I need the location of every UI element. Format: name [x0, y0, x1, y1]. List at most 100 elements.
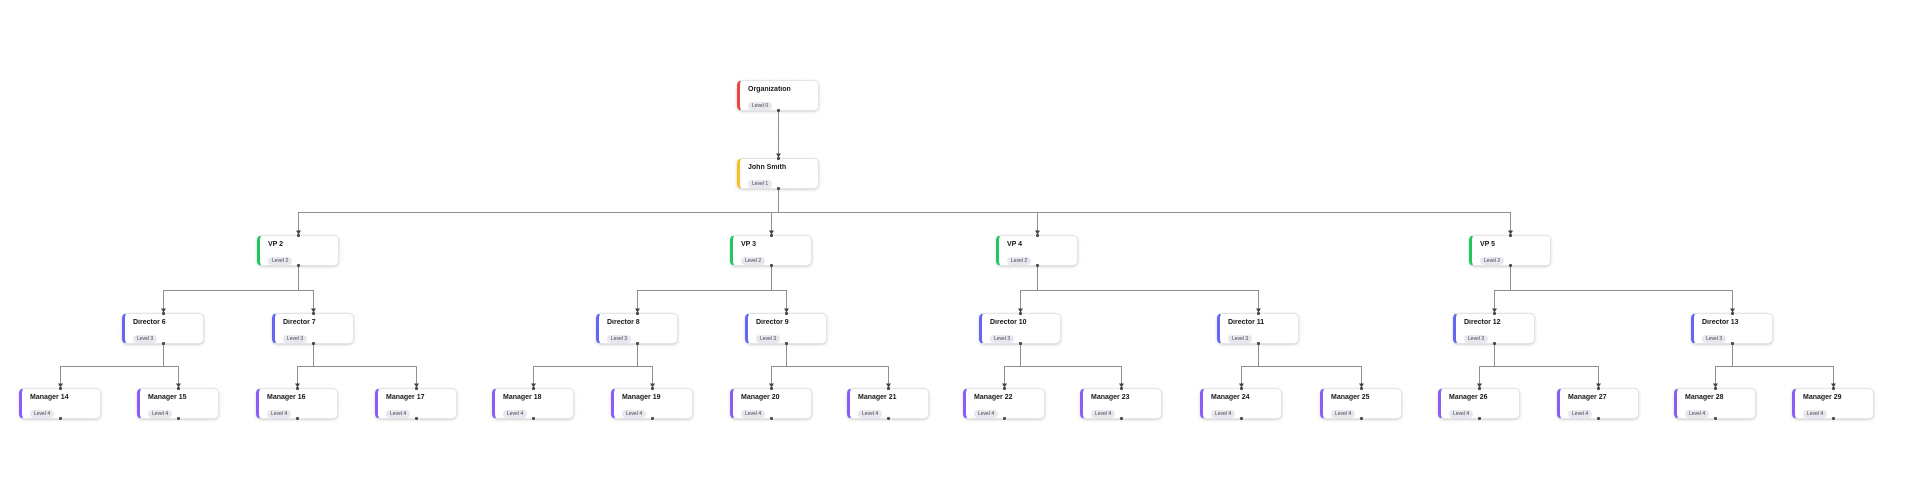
node-target-handle[interactable]: [1240, 387, 1243, 390]
node-target-handle[interactable]: [1731, 312, 1734, 315]
org-node[interactable]: Manager 24 Level 4: [1200, 387, 1282, 420]
node-source-handle[interactable]: [1019, 342, 1022, 345]
node-target-handle[interactable]: [770, 234, 773, 237]
node-target-handle[interactable]: [770, 387, 773, 390]
node-target-handle[interactable]: [1036, 234, 1039, 237]
org-node[interactable]: VP 3 Level 2: [730, 234, 812, 267]
org-node[interactable]: Manager 28 Level 4: [1674, 387, 1756, 420]
node-target-handle[interactable]: [1257, 312, 1260, 315]
node-source-handle[interactable]: [1478, 417, 1481, 420]
node-level-badge: Level 4: [148, 410, 173, 418]
node-level-badge: Level 3: [1228, 335, 1253, 343]
node-target-handle[interactable]: [1832, 387, 1835, 390]
org-node[interactable]: Director 10 Level 3: [979, 312, 1061, 345]
node-level-badge: Level 4: [267, 410, 292, 418]
node-title: John Smith: [748, 164, 787, 171]
node-target-handle[interactable]: [312, 312, 315, 315]
node-source-handle[interactable]: [1003, 417, 1006, 420]
node-source-handle[interactable]: [1597, 417, 1600, 420]
org-node[interactable]: Director 9 Level 3: [745, 312, 827, 345]
org-node[interactable]: Organization Level 0: [737, 80, 819, 112]
node-source-handle[interactable]: [651, 417, 654, 420]
node-target-handle[interactable]: [1120, 387, 1123, 390]
node-source-handle[interactable]: [1493, 342, 1496, 345]
node-source-handle[interactable]: [59, 417, 62, 420]
org-node[interactable]: Director 6 Level 3: [122, 312, 204, 345]
org-node[interactable]: VP 2 Level 2: [257, 234, 339, 267]
org-node[interactable]: Manager 26 Level 4: [1438, 387, 1520, 420]
org-node[interactable]: Director 8 Level 3: [596, 312, 678, 345]
node-target-handle[interactable]: [1003, 387, 1006, 390]
node-title: Organization: [748, 86, 791, 93]
org-node[interactable]: John Smith Level 1: [737, 157, 819, 190]
org-node[interactable]: Director 12 Level 3: [1453, 312, 1535, 345]
node-source-handle[interactable]: [770, 264, 773, 267]
node-target-handle[interactable]: [777, 157, 780, 160]
node-target-handle[interactable]: [162, 312, 165, 315]
node-source-handle[interactable]: [532, 417, 535, 420]
node-source-handle[interactable]: [1714, 417, 1717, 420]
node-source-handle[interactable]: [1360, 417, 1363, 420]
node-target-handle[interactable]: [636, 312, 639, 315]
org-node[interactable]: Manager 18 Level 4: [492, 387, 574, 420]
org-node[interactable]: Manager 17 Level 4: [375, 387, 457, 420]
node-target-handle[interactable]: [297, 234, 300, 237]
node-target-handle[interactable]: [177, 387, 180, 390]
org-node[interactable]: Manager 22 Level 4: [963, 387, 1045, 420]
node-target-handle[interactable]: [1597, 387, 1600, 390]
node-source-handle[interactable]: [785, 342, 788, 345]
org-node[interactable]: Manager 14 Level 4: [19, 387, 101, 420]
node-source-handle[interactable]: [1731, 342, 1734, 345]
node-target-handle[interactable]: [1019, 312, 1022, 315]
org-node[interactable]: Manager 25 Level 4: [1320, 387, 1402, 420]
org-node[interactable]: Manager 19 Level 4: [611, 387, 693, 420]
node-level-badge: Level 4: [622, 410, 647, 418]
node-source-handle[interactable]: [1257, 342, 1260, 345]
node-title: Manager 17: [386, 394, 425, 401]
node-target-handle[interactable]: [1509, 234, 1512, 237]
org-node[interactable]: Manager 27 Level 4: [1557, 387, 1639, 420]
node-target-handle[interactable]: [59, 387, 62, 390]
node-source-handle[interactable]: [777, 109, 780, 112]
node-source-handle[interactable]: [1832, 417, 1835, 420]
org-node[interactable]: Manager 23 Level 4: [1080, 387, 1162, 420]
node-target-handle[interactable]: [1493, 312, 1496, 315]
org-node[interactable]: Manager 29 Level 4: [1792, 387, 1874, 420]
node-source-handle[interactable]: [312, 342, 315, 345]
node-level-badge: Level 2: [1480, 257, 1505, 265]
org-node[interactable]: VP 4 Level 2: [996, 234, 1078, 267]
node-source-handle[interactable]: [1240, 417, 1243, 420]
node-target-handle[interactable]: [415, 387, 418, 390]
node-source-handle[interactable]: [162, 342, 165, 345]
node-source-handle[interactable]: [297, 264, 300, 267]
org-node[interactable]: Manager 16 Level 4: [256, 387, 338, 420]
node-source-handle[interactable]: [887, 417, 890, 420]
org-node[interactable]: Director 7 Level 3: [272, 312, 354, 345]
node-title: VP 2: [268, 241, 284, 248]
node-source-handle[interactable]: [177, 417, 180, 420]
org-node[interactable]: Manager 21 Level 4: [847, 387, 929, 420]
node-target-handle[interactable]: [296, 387, 299, 390]
node-target-handle[interactable]: [785, 312, 788, 315]
node-target-handle[interactable]: [1360, 387, 1363, 390]
org-node[interactable]: Director 13 Level 3: [1691, 312, 1773, 345]
node-source-handle[interactable]: [1509, 264, 1512, 267]
node-title: Manager 29: [1803, 394, 1842, 401]
node-target-handle[interactable]: [1714, 387, 1717, 390]
node-source-handle[interactable]: [1036, 264, 1039, 267]
org-node[interactable]: VP 5 Level 2: [1469, 234, 1551, 267]
node-source-handle[interactable]: [777, 187, 780, 190]
org-node[interactable]: Director 11 Level 3: [1217, 312, 1299, 345]
node-source-handle[interactable]: [636, 342, 639, 345]
node-target-handle[interactable]: [532, 387, 535, 390]
org-node[interactable]: Manager 20 Level 4: [730, 387, 812, 420]
node-target-handle[interactable]: [651, 387, 654, 390]
node-target-handle[interactable]: [887, 387, 890, 390]
node-source-handle[interactable]: [770, 417, 773, 420]
node-source-handle[interactable]: [415, 417, 418, 420]
node-target-handle[interactable]: [1478, 387, 1481, 390]
node-source-handle[interactable]: [1120, 417, 1123, 420]
node-source-handle[interactable]: [296, 417, 299, 420]
org-node[interactable]: Manager 15 Level 4: [137, 387, 219, 420]
